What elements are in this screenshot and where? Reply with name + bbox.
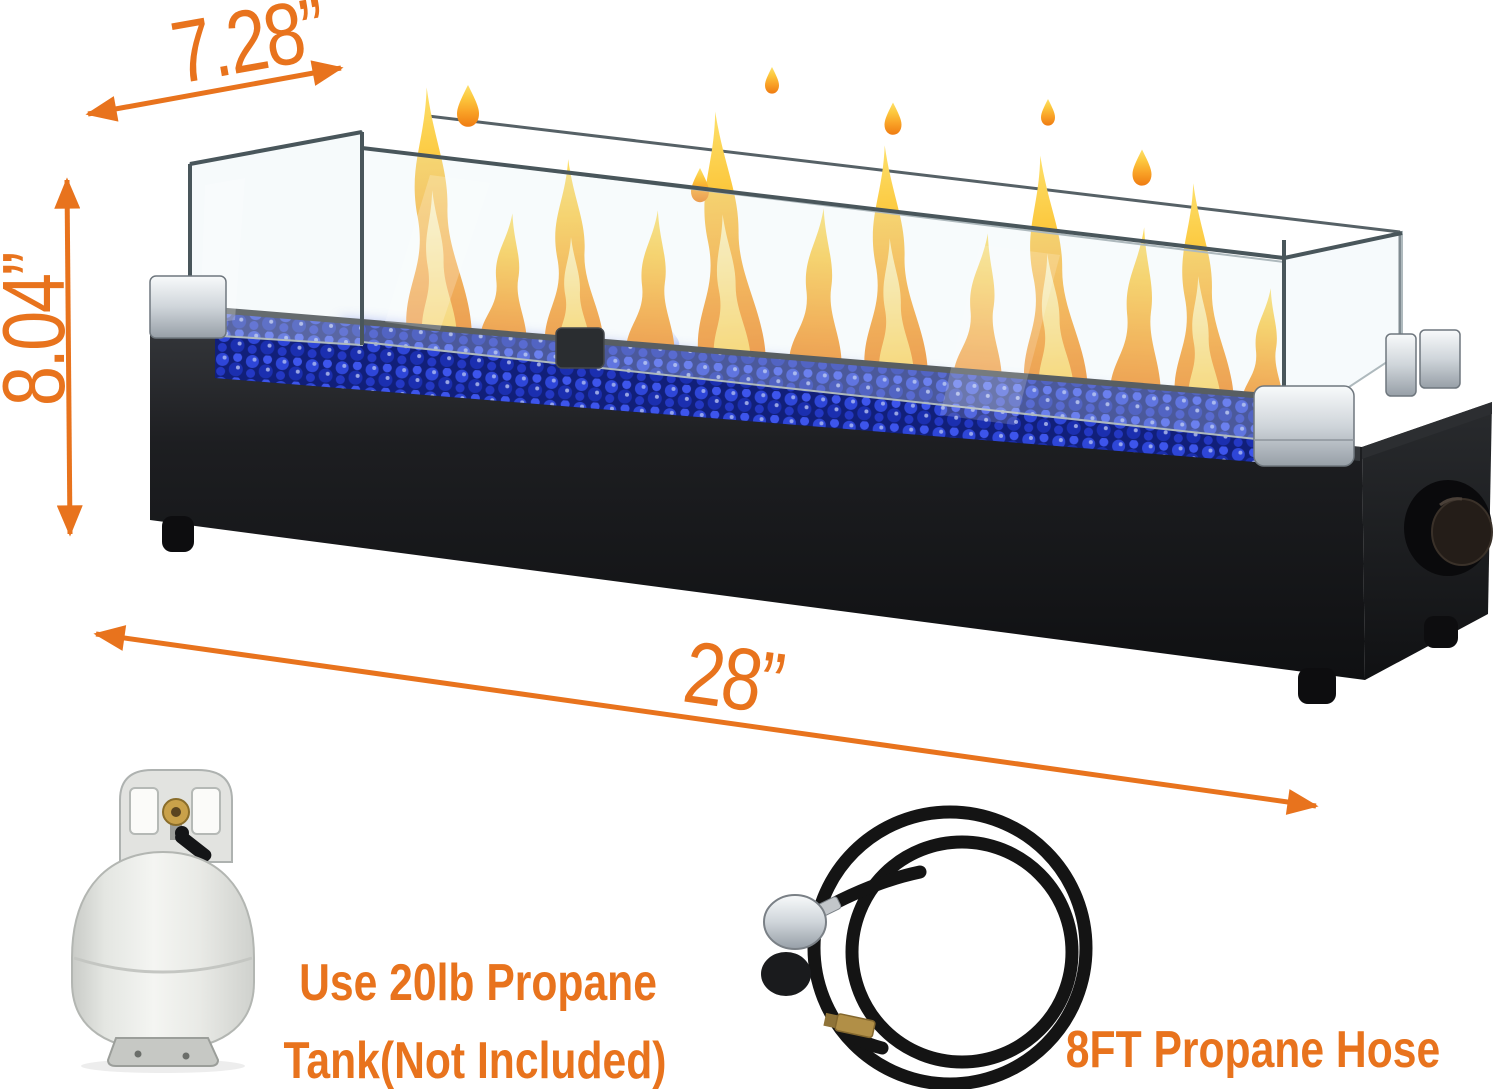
tank-base-ring <box>106 1037 220 1067</box>
chrome-corner-brackets <box>149 275 1461 467</box>
tank-caption-line1: Use 20lb Propane <box>299 954 657 1012</box>
dimension-label-length: 28” <box>678 621 788 734</box>
dimension-arrow-length <box>93 625 1319 815</box>
gas-control-knob <box>1404 480 1493 576</box>
hose-caption: 8FT Propane Hose <box>1065 1021 1441 1079</box>
dimension-arrow-top-width <box>85 60 344 122</box>
brass-hose-fitting <box>823 1012 876 1039</box>
tank-body <box>71 850 255 1052</box>
hose-regulator <box>761 894 842 996</box>
dimension-label-height: 8.04” <box>0 253 83 407</box>
propane-tank-illustration <box>71 769 255 1073</box>
propane-hose-coil-illustration <box>761 805 1093 1089</box>
fire-pit-illustration <box>149 67 1493 704</box>
tank-valve <box>162 798 212 862</box>
rubber-feet <box>162 516 1458 704</box>
blue-fire-glass-beads <box>214 307 1292 465</box>
tank-caption-line2: Tank(Not Included) <box>283 1032 667 1089</box>
dimension-arrow-height <box>54 177 83 537</box>
